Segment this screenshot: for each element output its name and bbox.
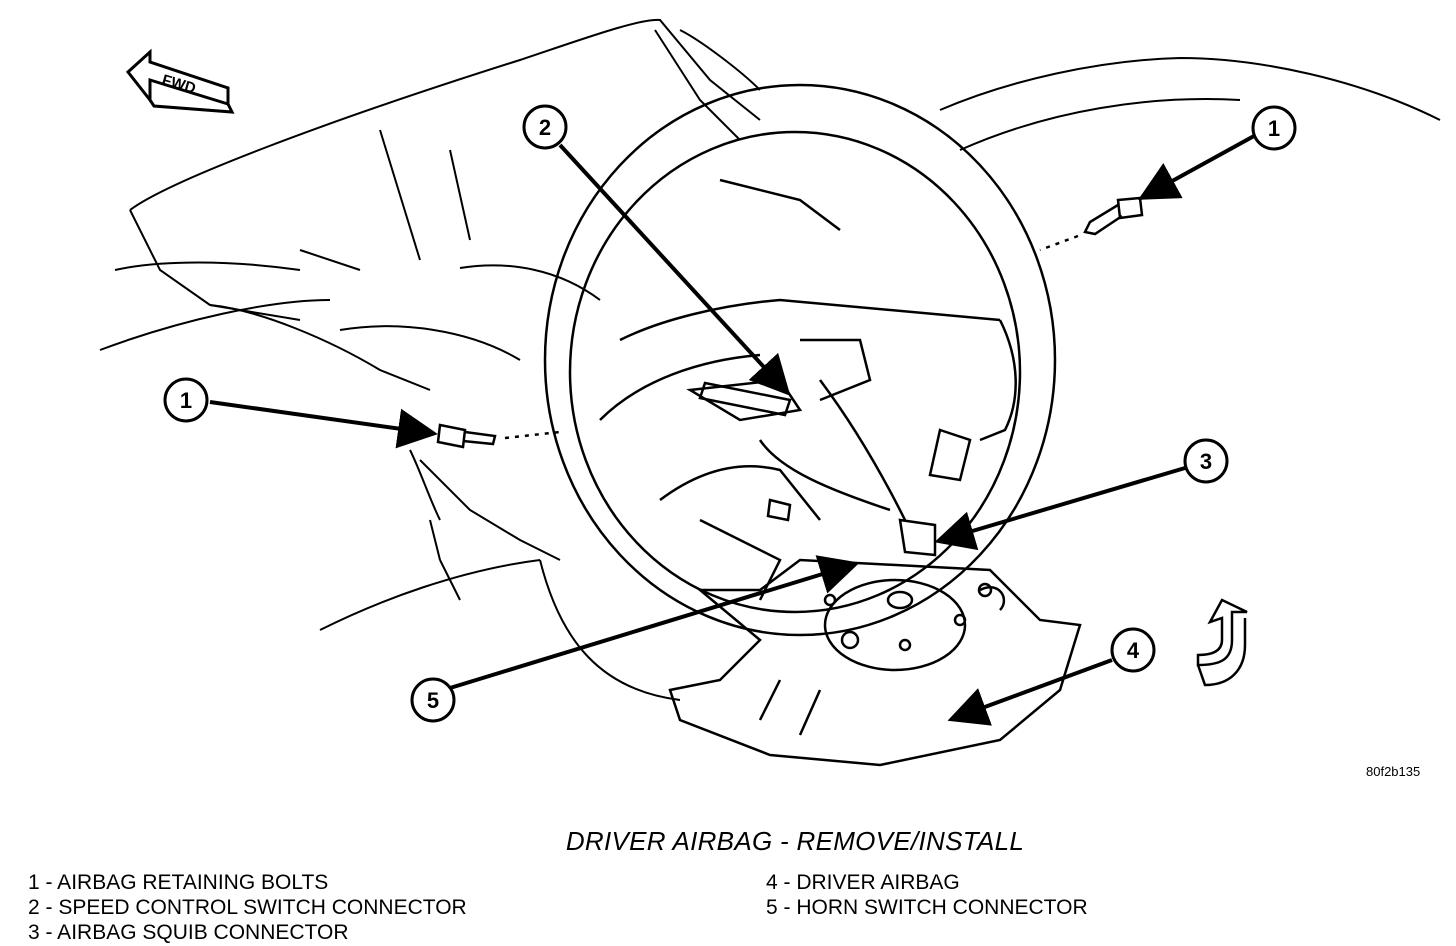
figure-title: DRIVER AIRBAG - REMOVE/INSTALL <box>565 826 1025 856</box>
callout-3: 3 <box>1183 438 1229 484</box>
svg-text:3: 3 <box>1200 449 1212 474</box>
svg-text:4: 4 <box>1127 638 1140 663</box>
legend-right: 4 - DRIVER AIRBAG 5 - HORN SWITCH CONNEC… <box>766 870 1088 920</box>
airbag-diagram: FWD <box>99 18 1441 767</box>
legend-item: 4 - DRIVER AIRBAG <box>766 871 960 894</box>
legend-item: 5 - HORN SWITCH CONNECTOR <box>766 896 1088 919</box>
callout-2: 2 <box>522 104 568 150</box>
figure-code: 80f2b135 <box>1366 764 1421 779</box>
rotate-arrow-icon <box>1196 598 1248 687</box>
legend-item: 3 - AIRBAG SQUIB CONNECTOR <box>28 921 349 944</box>
instrument-panel <box>99 18 1441 701</box>
svg-text:2: 2 <box>539 115 551 140</box>
legend-item: 2 - SPEED CONTROL SWITCH CONNECTOR <box>28 896 467 919</box>
fwd-arrow: FWD <box>125 48 235 114</box>
legend-left: 1 - AIRBAG RETAINING BOLTS 2 - SPEED CON… <box>28 870 467 945</box>
callout-5: 5 <box>410 677 456 723</box>
svg-text:1: 1 <box>1268 116 1280 141</box>
legend-item: 1 - AIRBAG RETAINING BOLTS <box>28 871 329 894</box>
svg-text:1: 1 <box>180 388 192 413</box>
callout-leaders <box>209 134 1255 726</box>
svg-text:5: 5 <box>427 688 439 713</box>
steering-wheel <box>543 83 1057 637</box>
airbag-module <box>668 558 1082 767</box>
retaining-bolt-right <box>1039 196 1144 252</box>
callout-1-left: 1 <box>163 377 209 423</box>
retaining-bolt-left <box>436 423 561 449</box>
callout-1-right: 1 <box>1251 105 1297 151</box>
callout-4: 4 <box>1110 627 1156 673</box>
